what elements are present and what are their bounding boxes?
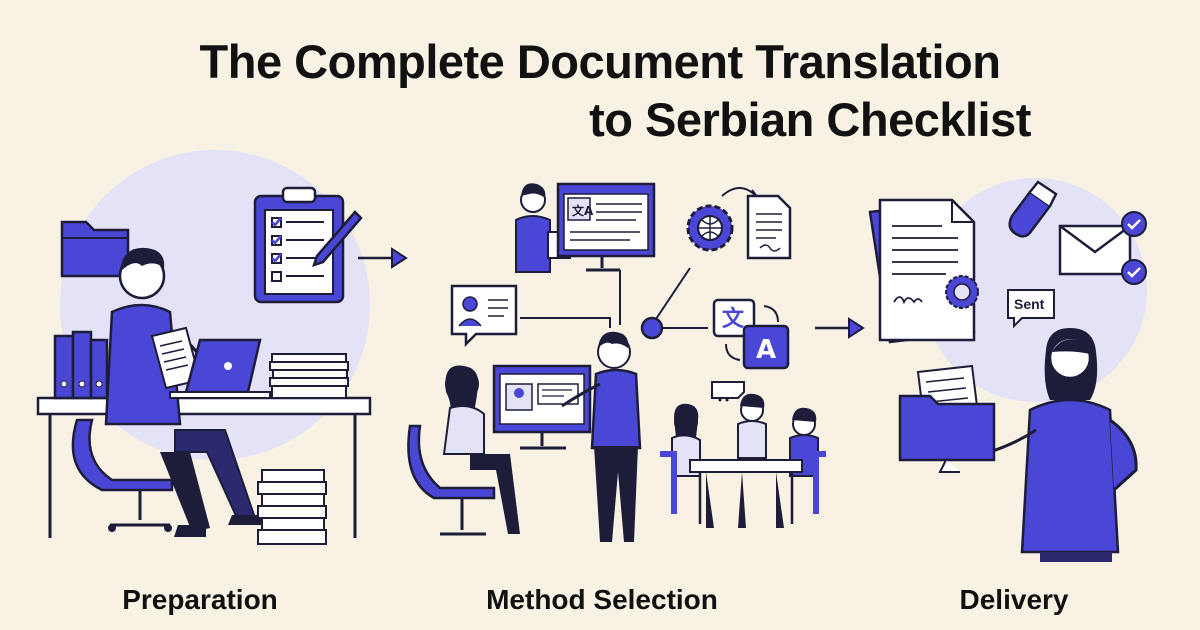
document-icon <box>746 194 792 260</box>
laptop-icon <box>169 338 271 399</box>
clipboard-checklist-icon <box>253 186 345 304</box>
arrow-right-icon-2 <box>815 317 865 339</box>
check-badge-icon-2 <box>1121 259 1147 285</box>
title-line-2: to Serbian Checklist <box>589 93 1031 146</box>
sent-label: Sent <box>1014 296 1045 312</box>
paper-stack-floor <box>257 469 327 545</box>
pen-icon <box>312 210 363 267</box>
folder-with-papers-icon <box>898 364 996 473</box>
certified-document-icon <box>868 198 979 344</box>
monitor-video-call-icon <box>492 364 592 450</box>
monitor-translate-icon: 文A <box>556 182 656 272</box>
contact-card-icon <box>450 284 518 348</box>
folder-icon <box>60 220 130 278</box>
usb-drive-icon <box>1008 180 1058 238</box>
stage-label-preparation: Preparation <box>122 584 278 615</box>
office-chair <box>71 418 174 532</box>
translator-with-tablet <box>515 183 571 273</box>
stage-label-delivery: Delivery <box>959 584 1069 615</box>
delivery-scene: Sent <box>868 178 1147 562</box>
translate-letter: A <box>756 335 776 365</box>
person-presenting <box>561 331 642 542</box>
title-line-1: The Complete Document Translation <box>199 35 1001 88</box>
arrow-right-icon <box>358 247 408 269</box>
stage-label-method-selection: Method Selection <box>486 584 718 615</box>
check-badge-icon <box>1121 211 1147 237</box>
binders-icon <box>53 330 109 400</box>
person-at-computer <box>407 365 520 536</box>
person-delivering <box>965 328 1138 562</box>
preparation-scene <box>36 150 408 545</box>
sent-bubble: Sent <box>1007 289 1055 329</box>
translate-char: 文 <box>722 306 745 332</box>
translate-badge: 文 A <box>712 298 790 370</box>
network-node <box>640 316 664 340</box>
paper-stack <box>269 353 349 399</box>
connector-lines <box>520 267 708 329</box>
method-selection-scene: 文A 文 A <box>407 182 865 542</box>
gear-globe-icon <box>686 204 734 252</box>
meeting-group <box>660 381 826 528</box>
envelope-icon <box>1058 224 1132 276</box>
svg-text:文A: 文A <box>572 203 594 218</box>
